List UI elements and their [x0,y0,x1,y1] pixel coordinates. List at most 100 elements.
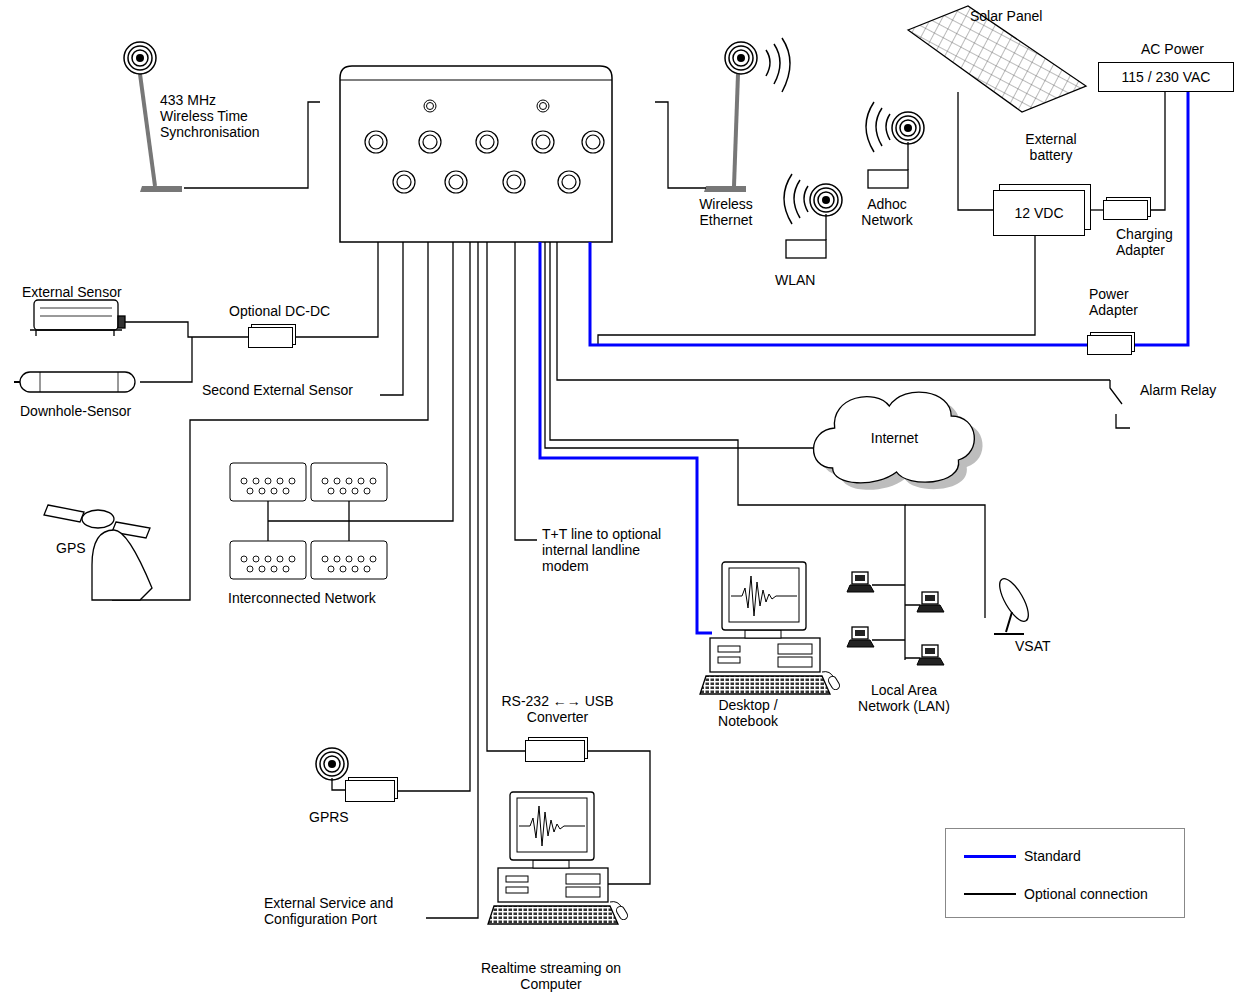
illustration-part [322,478,328,484]
node-label: Optional DC-DC [229,303,349,319]
illustration-part [253,478,259,484]
illustration-part [395,242,470,791]
illustration-part [30,330,122,336]
illustration-part [365,131,604,193]
part-label: Local Area Network (LAN) [852,682,956,714]
part-label: Desktop / Notebook [708,697,788,729]
illustration-part [487,242,525,751]
illustration-part [397,175,411,189]
illustration-part [810,184,842,216]
illustration-part [419,131,441,153]
illustration-part [1116,414,1130,428]
illustration-part [230,463,306,501]
illustration-part [289,556,295,562]
node-label: RS-232 ←→ USB Converter [495,693,620,725]
adapter-box: Power Adapter [1087,335,1132,355]
converter-box: RS-232 ←→ USB Converter [525,740,585,762]
converter-box: Optional DC-DC [248,327,293,348]
network-station-sockets [241,478,376,572]
illustration-part [316,748,348,780]
illustration-part [112,242,428,600]
illustration-part [311,541,387,579]
illustration-part [515,242,537,540]
illustration-part [794,180,800,218]
part-label: External Sensor [22,284,152,300]
illustration-part [445,171,467,193]
node-label: GPRS [309,809,369,825]
part-label: Wireless Ethernet [690,196,762,228]
illustration-part [585,751,650,884]
illustration-part [124,42,156,74]
illustration-part [892,112,924,144]
illustration-part [537,100,549,112]
illustration-part [449,175,463,189]
power-source-box: AC Power115 / 230 VAC [1098,62,1234,92]
illustration-part [958,92,993,210]
illustration-part [340,80,612,81]
connector-line [1148,92,1165,210]
realtime-computer [488,792,629,924]
illustration-part [426,242,478,918]
part-label: Alarm Relay [1140,382,1235,398]
illustration-part [140,186,182,192]
illustration-part [866,102,874,152]
illustration-part [380,242,403,395]
part-label: Second External Sensor [202,382,372,398]
node-label: Power Adapter [1089,286,1159,318]
illustration-part [140,74,155,186]
illustration-part [598,236,1035,345]
illustration-part [886,114,890,140]
illustration-part [540,103,547,110]
illustration-part [655,102,706,188]
lan-laptop [917,592,944,612]
illustration-part [358,478,364,484]
adapter-box: Charging Adapter [1103,200,1148,220]
illustration-part [247,566,253,572]
illustration-part [253,556,259,562]
illustration-part [774,44,780,84]
illustration-part [868,170,908,188]
network-station [230,463,387,579]
illustration-part [423,135,437,149]
illustration-part [540,242,712,633]
part-label: VSAT [1015,638,1065,654]
illustration-part [558,171,580,193]
node-label: Charging Adapter [1116,226,1196,258]
illustration-part [92,530,152,600]
illustration-part [118,316,125,328]
part-label: Solar Panel [970,8,1060,24]
illustration-part [1110,380,1122,404]
illustration-part [265,556,271,562]
antenna [124,38,790,192]
vsat-dish [994,575,1034,634]
gprs-antenna [316,748,348,790]
illustration-part [365,131,387,153]
optional-wires [112,92,1110,918]
illustration-part [259,488,265,494]
illustration-part [782,38,790,92]
illustration-part [536,135,550,149]
illustration-part [766,38,790,92]
illustration-part [427,103,434,110]
node-text: Internet [871,430,918,446]
illustration-part [334,478,340,484]
illustration-part [352,566,358,572]
illustration-part [40,372,118,392]
illustration-part [872,585,920,658]
illustration-part [369,135,383,149]
illustration-part [283,566,289,572]
illustration-part [44,505,84,522]
desktop-computer [700,562,841,694]
standard-wires [540,242,1087,633]
illustration-part [271,488,277,494]
illustration-part [283,488,289,494]
legend-swatch [964,893,1016,895]
illustration-part [346,478,352,484]
illustration-part [40,308,112,316]
illustration-part [804,186,808,212]
illustration-part [265,478,271,484]
lan-laptop [847,627,874,647]
legend-text: Standard [1024,848,1081,864]
illustration-part [334,556,340,562]
sensor-icons [14,300,135,392]
